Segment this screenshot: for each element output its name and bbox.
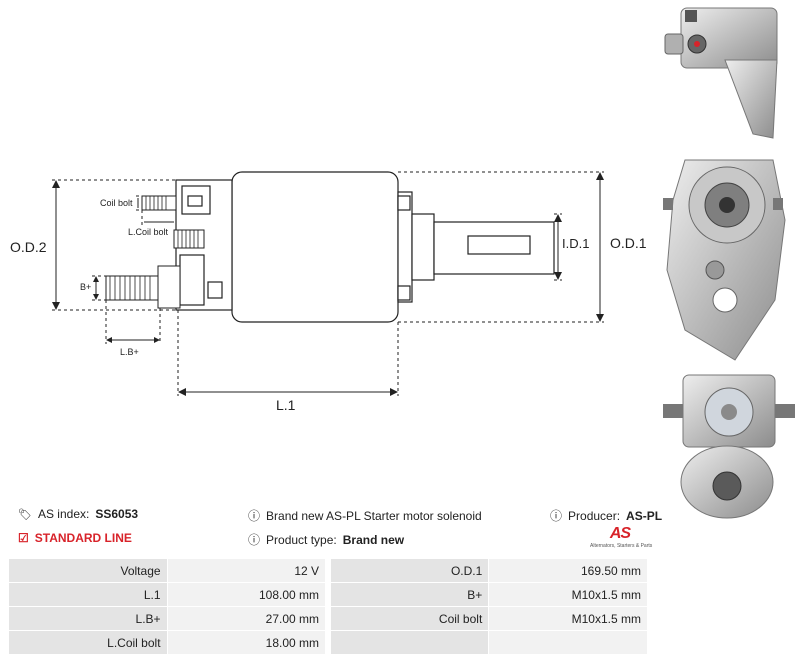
coil-bolt-label: Coil bolt: [100, 198, 133, 208]
standard-line: ☑ STANDARD LINE: [18, 531, 132, 545]
spec-value: [488, 630, 648, 655]
product-photo-rear: [663, 374, 795, 519]
check-icon: ☑: [18, 531, 29, 545]
solenoid-technical-drawing: O.D.2 O.D.1 I.D.1 Coil bolt L.Coil bolt …: [10, 171, 647, 413]
info-icon: ⓘ: [248, 533, 261, 547]
product-photo-front: [663, 159, 786, 361]
spec-label: [329, 630, 490, 655]
as-index: 🏷 AS index: SS6053: [18, 507, 138, 521]
spec-label: Coil bolt: [329, 606, 490, 631]
producer-label: Producer:: [568, 508, 621, 523]
spec-label: L.B+: [8, 606, 168, 631]
table-row: L.B+ 27.00 mm Coil bolt M10x1.5 mm: [8, 606, 648, 631]
info-icon: ⓘ: [248, 509, 261, 523]
producer: ⓘ Producer: AS-PL: [550, 507, 662, 524]
product-photos: [663, 7, 795, 519]
spec-label: Voltage: [8, 558, 168, 583]
spec-value: 18.00 mm: [166, 630, 327, 655]
table-row: L.Coil bolt 18.00 mm: [8, 630, 648, 655]
as-index-value: SS6053: [95, 507, 139, 521]
spec-value: 169.50 mm: [488, 558, 648, 583]
spec-value: 12 V: [166, 558, 327, 583]
product-photo-side: [664, 7, 778, 139]
description: ⓘ Brand new AS-PL Starter motor solenoid: [248, 507, 482, 524]
b-plus-terminal: [105, 265, 181, 309]
logo-tagline: Alternators, Starters & Parts: [590, 543, 653, 549]
logo-mark: AS: [609, 525, 631, 542]
spec-value: 108.00 mm: [166, 582, 327, 607]
tag-icon: 🏷: [18, 508, 32, 521]
od2-label: O.D.2: [10, 239, 47, 255]
coil-bolt: [141, 195, 205, 249]
as-index-label: AS index:: [37, 507, 90, 521]
spec-label: L.Coil bolt: [8, 630, 168, 655]
b-plus-label: B+: [80, 282, 91, 292]
standard-line-label: STANDARD LINE: [34, 531, 132, 545]
spec-label: L.1: [8, 582, 168, 607]
od1-label: O.D.1: [610, 235, 647, 251]
spec-value: M10x1.5 mm: [488, 582, 648, 607]
product-type: ⓘ Product type: Brand new: [248, 531, 404, 548]
table-row: Voltage 12 V O.D.1 169.50 mm: [8, 558, 648, 583]
spec-value: M10x1.5 mm: [488, 606, 648, 631]
spec-value: 27.00 mm: [166, 606, 327, 631]
l1-label: L.1: [276, 397, 296, 413]
solenoid-body: [231, 171, 399, 323]
specs-table: Voltage 12 V O.D.1 169.50 mm L.1 108.00 …: [8, 558, 648, 655]
product-type-label: Product type:: [266, 532, 337, 547]
as-pl-logo: AS Alternators, Starters & Parts: [590, 525, 653, 549]
l-coil-bolt-label: L.Coil bolt: [128, 227, 169, 237]
producer-value: AS-PL: [626, 508, 663, 523]
product-type-value: Brand new: [342, 532, 405, 547]
spec-label: O.D.1: [329, 558, 490, 583]
id1-label: I.D.1: [562, 236, 589, 251]
table-row: L.1 108.00 mm B+ M10x1.5 mm: [8, 582, 648, 607]
spec-label: B+: [329, 582, 490, 607]
description-text: Brand new AS-PL Starter motor solenoid: [266, 508, 482, 523]
l-b-plus-label: L.B+: [120, 347, 139, 357]
info-icon: ⓘ: [550, 509, 563, 523]
